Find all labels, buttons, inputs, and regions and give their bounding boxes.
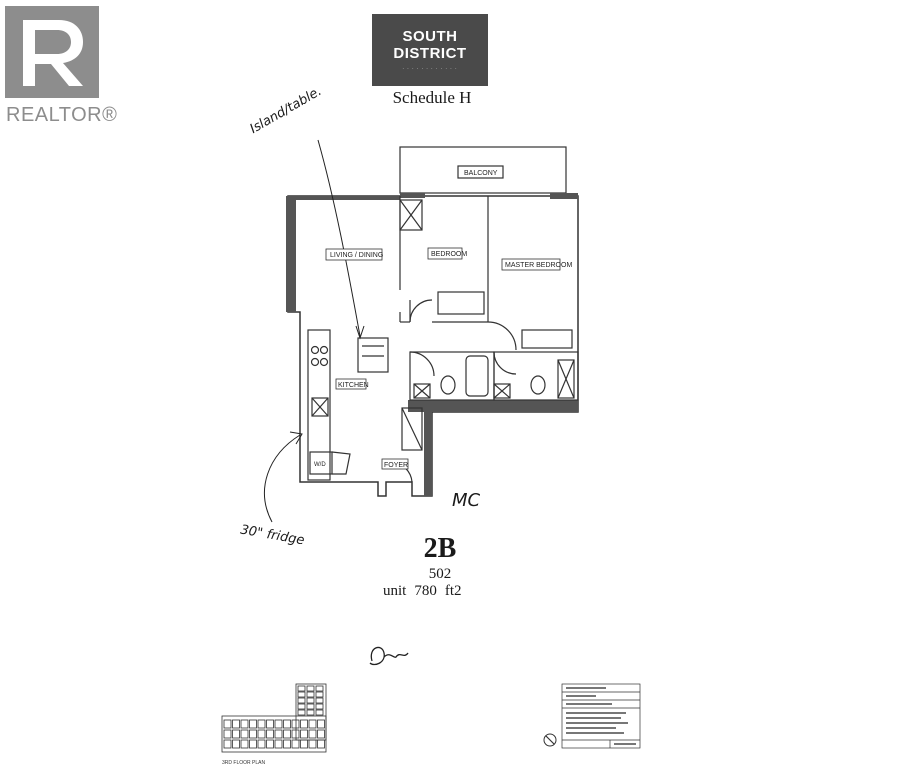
keyplan-unit-cell [232, 739, 240, 749]
keyplan-unit-cell [283, 719, 291, 729]
unit-area-value: 780 [414, 583, 437, 599]
realtor-wordmark: REALTOR® [6, 104, 118, 126]
signature-icon [369, 646, 409, 666]
keyplan-unit-cell [300, 739, 308, 749]
keyplan-unit-cell [274, 729, 283, 739]
keyplan-unit-cell [232, 719, 240, 729]
keyplan-unit-cell [257, 719, 266, 729]
keyplan-unit-cell [297, 697, 306, 704]
room-label-balcony: BALCONY [464, 170, 498, 177]
keyplan-unit-cell [240, 719, 249, 729]
unit-label: unit [383, 583, 407, 599]
keyplan-unit-cell [315, 703, 324, 710]
keyplan-unit-cell [266, 729, 274, 739]
brand-subtext: . . . . . . . . . . . . [402, 65, 458, 71]
keyplan-unit-cell [257, 729, 266, 739]
keyplan-unit-cell [274, 719, 283, 729]
unit-number: 502 [428, 566, 452, 582]
room-label-living-dining: LIVING / DINING [330, 252, 383, 259]
keyplan-unit-cell [274, 739, 283, 749]
unit-size: unit 780 ft2 [383, 583, 533, 600]
keyplan-unit-cell [306, 709, 315, 716]
keyplan-unit-cell [317, 719, 325, 729]
keyplan-unit-cell [240, 729, 249, 739]
keyplan-unit-cell [257, 739, 266, 749]
keyplan-unit-cell [297, 703, 306, 710]
keyplan-unit-cell [291, 719, 300, 729]
note-initials: MC [452, 490, 481, 511]
keyplan-unit-cell [297, 691, 306, 698]
key-plan: 3RD FLOOR PLAN [221, 683, 327, 766]
keyplan-unit-cell [266, 719, 274, 729]
room-label-washer-dryer: W/D [314, 462, 326, 468]
keyplan-unit-cell [291, 739, 300, 749]
keyplan-unit-cell [306, 697, 315, 704]
keyplan-unit-cell [223, 729, 232, 739]
room-label-bedroom: BEDROOM [431, 251, 467, 258]
keyplan-unit-cell [315, 709, 324, 716]
keyplan-unit-cell [297, 685, 306, 692]
brand-line-2: DISTRICT [393, 45, 467, 62]
keyplan-unit-cell [317, 739, 325, 749]
unit-type: 2B [423, 533, 457, 564]
keyplan-unit-cell [297, 709, 306, 716]
keyplan-unit-cell [317, 729, 325, 739]
signature-mark [366, 641, 412, 676]
keyplan-unit-cell [223, 719, 232, 729]
keyplan-unit-cell [315, 691, 324, 698]
room-label-master-bedroom: MASTER BEDROOM [505, 262, 572, 269]
keyplan-unit-cell [308, 739, 317, 749]
keyplan-unit-cell [291, 729, 300, 739]
keyplan-unit-cell [306, 685, 315, 692]
keyplan-unit-cell [306, 691, 315, 698]
brand-logo: SOUTH DISTRICT . . . . . . . . . . . . [372, 14, 488, 86]
room-label-kitchen: KITCHEN [338, 382, 369, 389]
realtor-r-icon [5, 6, 99, 98]
north-arrow-icon [543, 733, 557, 747]
brand-line-1: SOUTH [402, 28, 458, 45]
balcony-outline [399, 146, 567, 194]
keyplan-unit-cell [300, 719, 308, 729]
keyplan-unit-cell [308, 719, 317, 729]
schedule-title: Schedule H [392, 88, 472, 107]
keyplan-unit-cell [283, 729, 291, 739]
keyplan-unit-cell [249, 729, 257, 739]
keyplan-unit-cell [249, 719, 257, 729]
keyplan-unit-cell [315, 685, 324, 692]
title-block [561, 683, 641, 749]
unit-area-unit: ft2 [444, 583, 462, 599]
keyplan-unit-cell [283, 739, 291, 749]
keyplan-unit-cell [315, 697, 324, 704]
keyplan-unit-cell [266, 739, 274, 749]
keyplan-unit-cell [306, 703, 315, 710]
keyplan-unit-cell [308, 729, 317, 739]
keyplan-caption: 3RD FLOOR PLAN [222, 760, 265, 766]
keyplan-unit-cell [232, 729, 240, 739]
keyplan-unit-cell [223, 739, 232, 749]
room-label-foyer: FOYER [384, 462, 408, 469]
realtor-logo: REALTOR® [3, 6, 117, 126]
keyplan-unit-cell [249, 739, 257, 749]
keyplan-unit-cell [240, 739, 249, 749]
keyplan-unit-cell [300, 729, 308, 739]
